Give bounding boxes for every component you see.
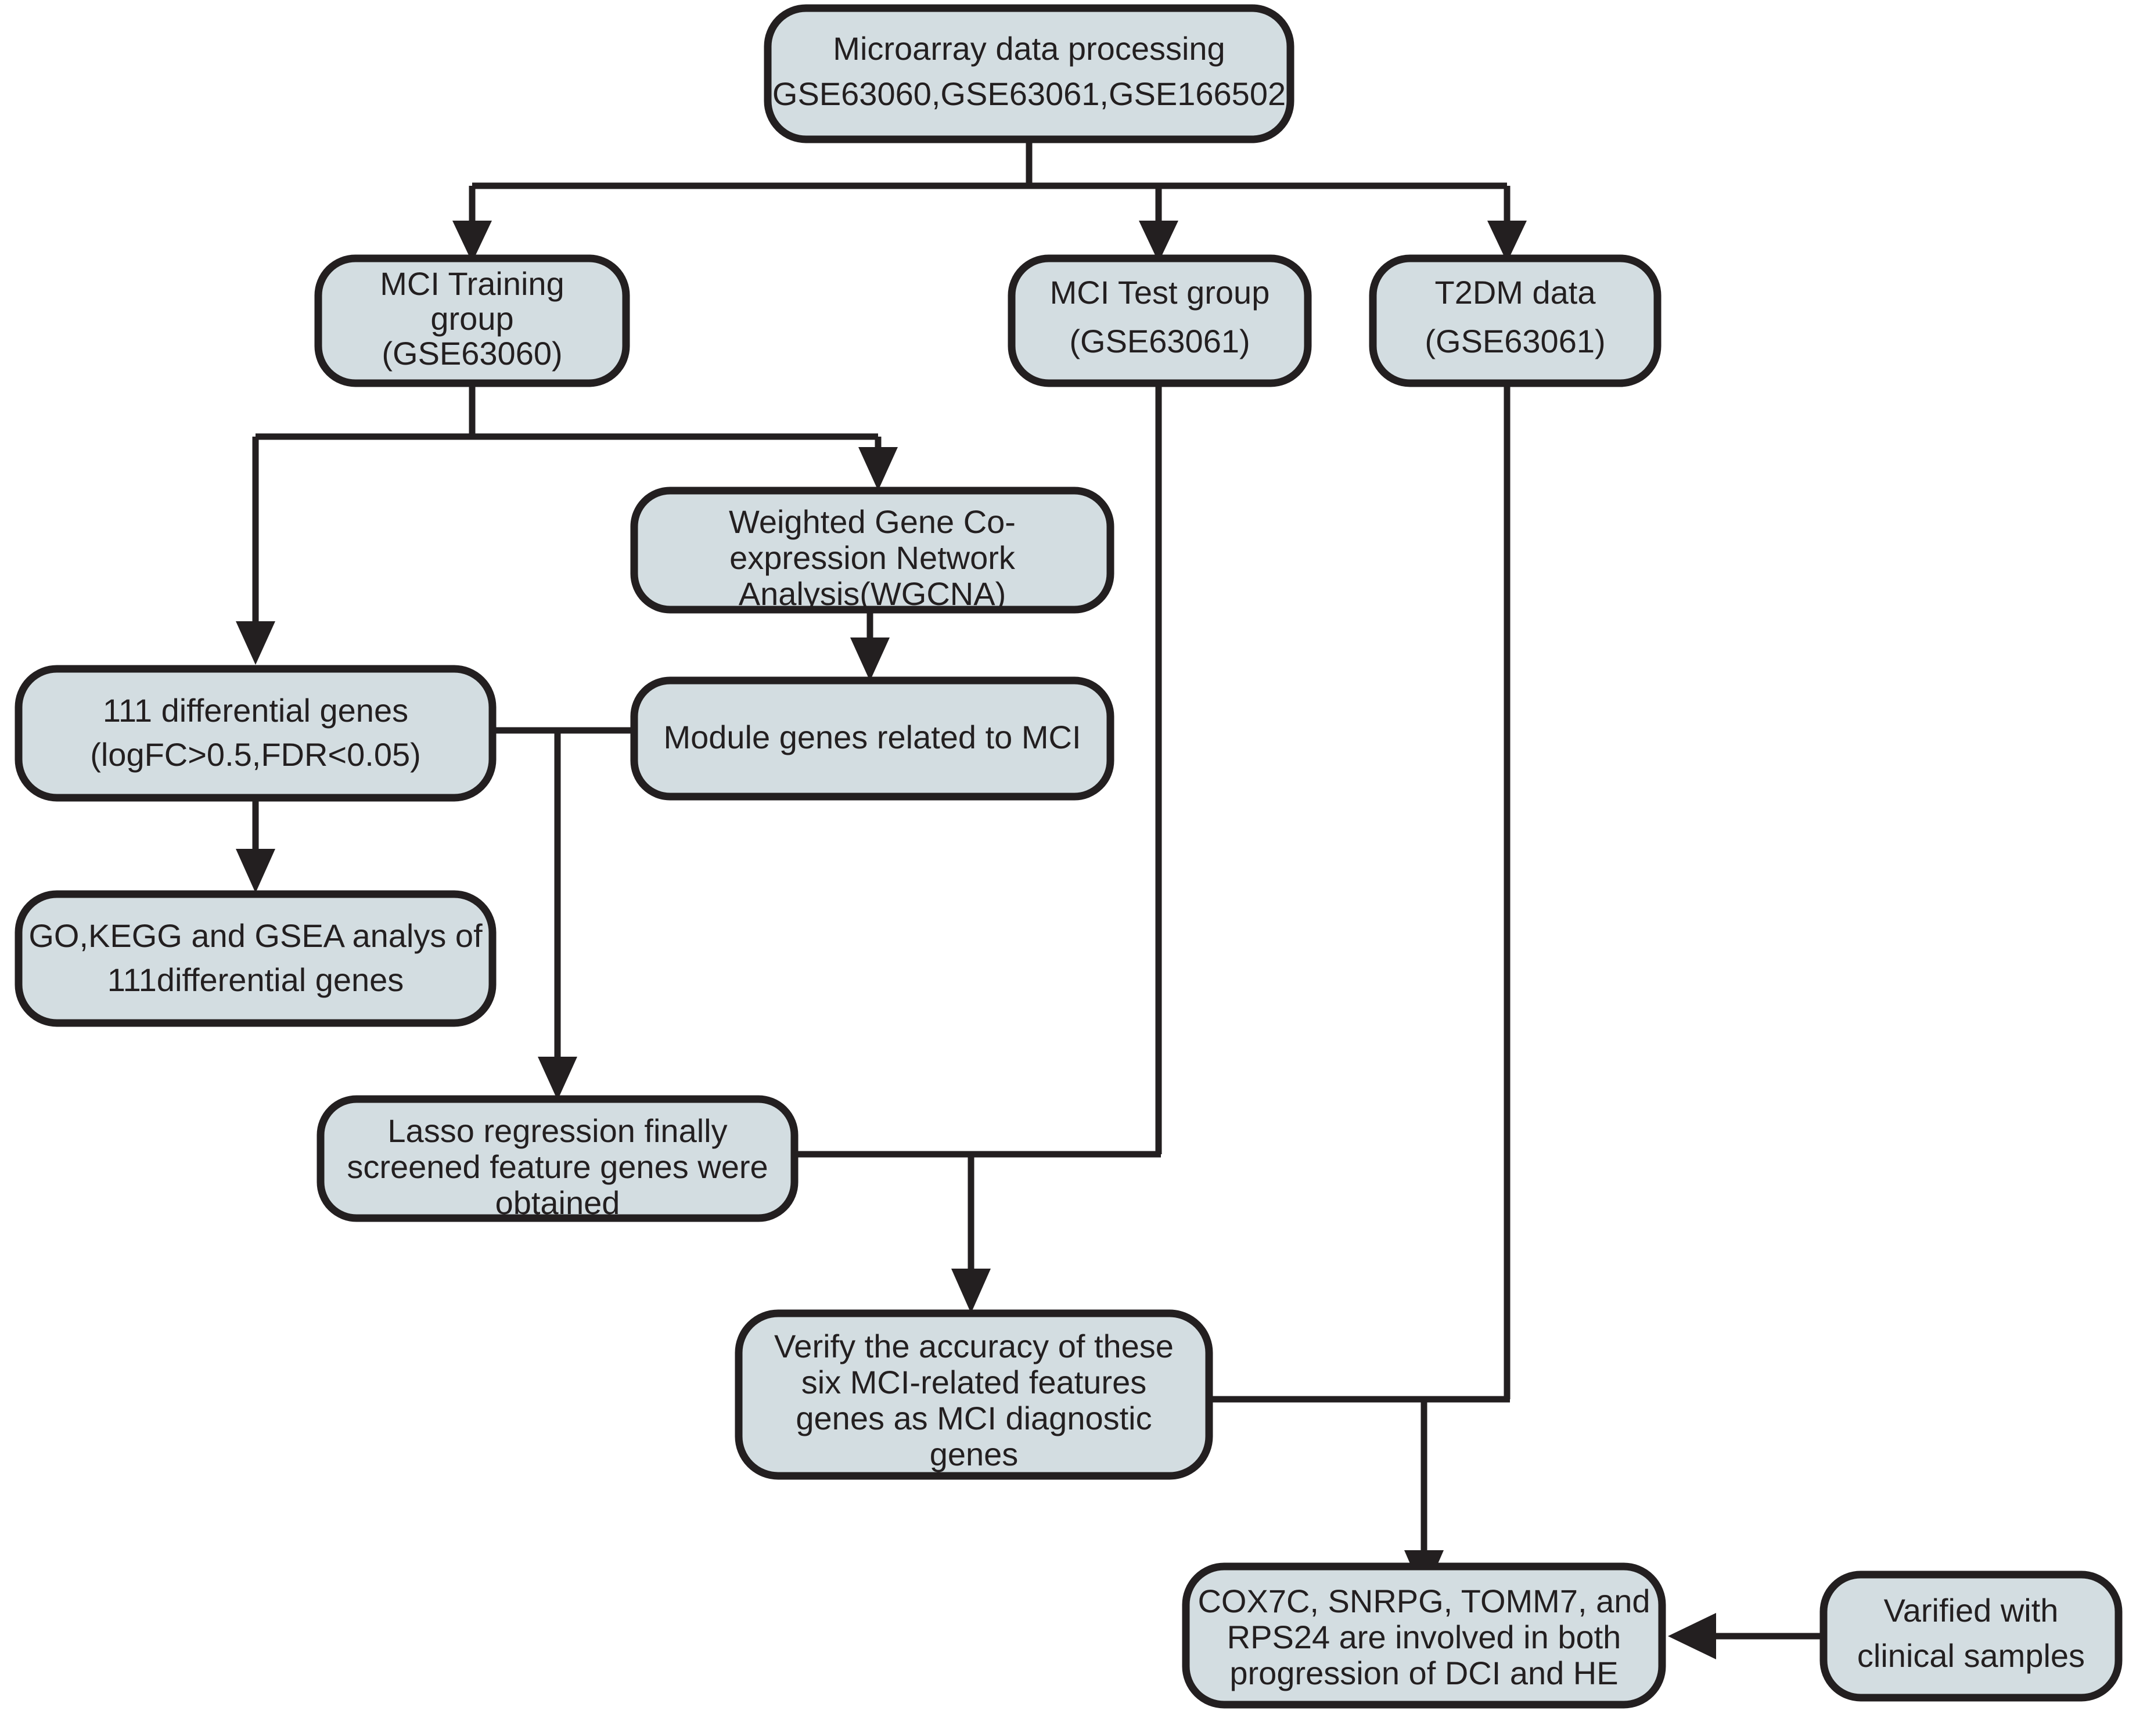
node-line: clinical samples	[1857, 1637, 2085, 1674]
node-line: Microarray data processing	[833, 30, 1225, 67]
node-module-genes[interactable]: Module genes related to MCI	[630, 676, 1114, 801]
edge-degs-to-enrichment	[236, 801, 275, 893]
node-line: Weighted Gene Co-	[729, 503, 1016, 540]
node-shape	[630, 676, 1114, 801]
node-shape	[1008, 254, 1312, 387]
arrowhead-verify	[951, 1269, 991, 1313]
node-shape	[764, 4, 1294, 143]
arrowhead-degs	[236, 621, 275, 665]
node-line: MCI Test group	[1050, 274, 1270, 311]
edge-degs-module-to-lasso	[492, 727, 634, 1100]
node-shape	[1819, 1571, 2123, 1702]
edge-microarray-to-children	[452, 139, 1527, 262]
node-line: 111 differential genes	[103, 692, 408, 729]
arrowhead-t2dm	[1487, 221, 1527, 262]
arrowhead-test	[1139, 221, 1178, 262]
node-verify-accuracy[interactable]: Verify the accuracy of these six MCI-rel…	[735, 1309, 1213, 1480]
node-t2dm-data[interactable]: T2DM data (GSE63061)	[1369, 254, 1662, 387]
arrowhead-clinical	[1668, 1613, 1716, 1659]
node-microarray-data-processing[interactable]: Microarray data processing GSE63060,GSE6…	[764, 4, 1294, 143]
node-line: screened feature genes were	[347, 1148, 768, 1185]
node-mci-training-group[interactable]: MCI Training group (GSE63060)	[314, 254, 630, 387]
node-line: group	[430, 300, 513, 337]
node-shape	[314, 254, 630, 387]
node-differential-genes[interactable]: 111 differential genes (logFC>0.5,FDR<0.…	[15, 665, 497, 802]
node-shape	[1182, 1562, 1666, 1709]
node-line: progression of DCI and HE	[1229, 1655, 1618, 1691]
arrowhead-module	[850, 638, 890, 681]
node-line: six MCI-related features	[801, 1364, 1146, 1400]
node-line: Module genes related to MCI	[663, 719, 1081, 755]
node-enrichment-analysis[interactable]: GO,KEGG and GSEA analys of 111differenti…	[15, 890, 497, 1027]
arrowhead-wgcna	[858, 447, 898, 491]
node-clinical-validation[interactable]: Varified with clinical samples	[1819, 1571, 2123, 1702]
node-line: 111differential genes	[107, 961, 404, 998]
node-line: T2DM data	[1435, 274, 1596, 311]
node-line: Lasso regression finally	[387, 1112, 727, 1149]
arrowhead-enrichment	[236, 849, 275, 893]
node-mci-test-group[interactable]: MCI Test group (GSE63061)	[1008, 254, 1312, 387]
arrowhead-training	[452, 221, 492, 262]
edge-wgcna-to-module	[850, 610, 890, 681]
node-line: (GSE63061)	[1069, 323, 1250, 359]
node-wgcna-analysis[interactable]: Weighted Gene Co- expression Network Ana…	[630, 487, 1114, 614]
node-line: Verify the accuracy of these	[774, 1328, 1174, 1364]
node-shape	[1369, 254, 1662, 387]
node-line: Varified with	[1884, 1592, 2059, 1629]
edge-clinical-to-genes	[1668, 1613, 1824, 1659]
node-shape	[735, 1309, 1213, 1480]
node-line: RPS24 are involved in both	[1227, 1619, 1621, 1655]
node-line: GSE63060,GSE63061,GSE166502	[772, 75, 1286, 112]
node-line: obtained	[495, 1184, 620, 1221]
node-shape	[15, 665, 497, 802]
node-line: (GSE63060)	[382, 335, 562, 372]
edge-lasso-test-to-verify	[794, 383, 1162, 1313]
edge-verify-t2dm-to-genes	[1209, 383, 1511, 1595]
node-line: (logFC>0.5,FDR<0.05)	[90, 736, 421, 773]
node-final-genes[interactable]: COX7C, SNRPG, TOMM7, and RPS24 are invol…	[1182, 1562, 1666, 1709]
arrowhead-lasso	[538, 1057, 577, 1100]
node-line: (GSE63061)	[1425, 323, 1605, 359]
edge-training-to-children	[236, 383, 898, 665]
node-line: Analysis(WGCNA)	[739, 575, 1006, 612]
node-shape	[317, 1095, 799, 1222]
node-line: COX7C, SNRPG, TOMM7, and	[1197, 1583, 1650, 1619]
node-line: expression Network	[729, 539, 1016, 576]
node-line: genes	[930, 1436, 1019, 1472]
node-lasso-regression[interactable]: Lasso regression finally screened featur…	[317, 1095, 799, 1222]
node-shape	[15, 890, 497, 1027]
node-line: genes as MCI diagnostic	[796, 1400, 1152, 1436]
node-line: MCI Training	[380, 265, 564, 302]
node-line: GO,KEGG and GSEA analys of	[28, 917, 483, 954]
node-shape	[630, 487, 1114, 614]
